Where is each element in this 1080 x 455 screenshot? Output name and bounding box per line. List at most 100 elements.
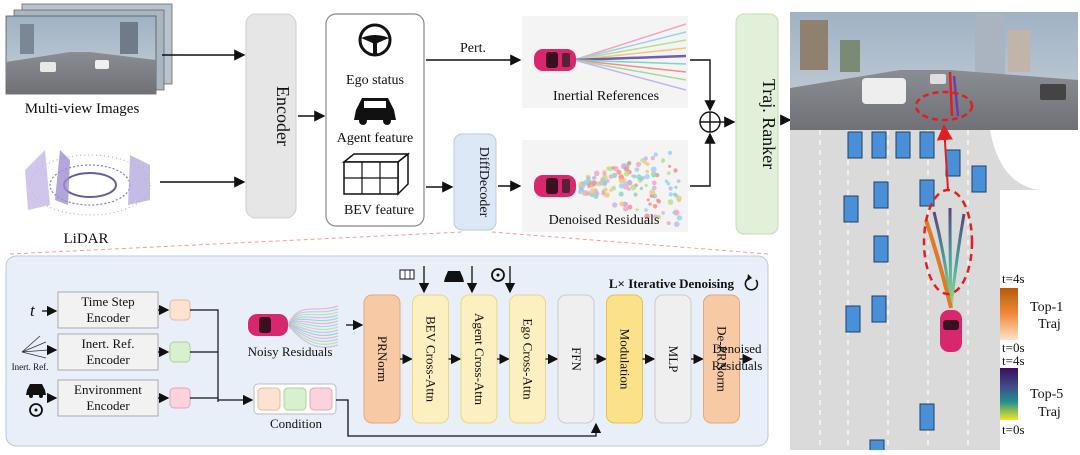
noisy-residuals-graphic (287, 305, 339, 348)
inert-ref-fan-icon (21, 335, 49, 359)
residual-dot (609, 188, 613, 192)
residual-dot (661, 211, 665, 215)
residual-dot (634, 167, 640, 173)
block-label: Modulation (618, 329, 633, 390)
residual-dot (648, 202, 652, 206)
residual-dot (589, 188, 596, 194)
agent-small-icon (444, 271, 464, 282)
residual-dot (650, 166, 657, 173)
block-label: Ego Cross-Attn (521, 318, 536, 400)
inert-ref-encoder-l1: Inert. Ref. (81, 336, 134, 351)
bev-vehicle (869, 439, 885, 455)
bev-small-icon (399, 269, 415, 280)
residual-dot (586, 191, 590, 196)
residual-dot (645, 169, 649, 174)
residual-dot (668, 186, 673, 191)
residual-dot (601, 191, 606, 196)
residual-dot (651, 180, 657, 186)
noisy-ego-car-icon (248, 314, 288, 336)
env-token (169, 387, 191, 409)
residual-dot (619, 183, 625, 189)
residual-dot (636, 174, 642, 180)
add-merge-icon (699, 111, 721, 133)
residual-dot (593, 170, 600, 177)
residual-dot (666, 171, 671, 176)
residual-dot (633, 192, 638, 197)
residual-dot (667, 199, 674, 205)
legend-top1-t-bottom: t=0s (1002, 340, 1025, 355)
residual-dot (619, 201, 625, 207)
car-icon (354, 98, 396, 125)
residual-dot (612, 202, 618, 208)
residual-dot (653, 152, 658, 157)
residual-dot (601, 174, 608, 181)
residual-dot (604, 192, 610, 198)
noisy-residual-line (287, 322, 339, 328)
output-label-2: Residuals (712, 358, 763, 373)
residual-dot (639, 186, 644, 191)
inertial-fan (573, 23, 687, 91)
legend-top1-t-top: t=4s (1002, 271, 1025, 286)
residual-dot (616, 169, 622, 175)
small-steering-wheel-icon (29, 403, 43, 417)
bev-vehicle (847, 131, 863, 159)
inertial-label: Inertial References (553, 89, 659, 104)
residual-dot (666, 181, 671, 186)
images-label: Multi-view Images (25, 101, 140, 117)
residual-dot (673, 209, 680, 216)
legend-top5-bar (1000, 368, 1018, 420)
legend-top5-label-1: Top-5 (1030, 387, 1063, 402)
residual-dot (630, 184, 637, 191)
residual-dot (631, 174, 635, 178)
inert-token (169, 341, 191, 363)
residual-dot (677, 198, 681, 203)
noisy-residual-line (287, 324, 339, 348)
bev-vehicle (919, 403, 935, 431)
residual-dot (644, 174, 650, 180)
bev-map (790, 124, 1078, 455)
lidar-label: LiDAR (64, 231, 109, 247)
time-step-encoder-l2: Encoder (86, 310, 130, 325)
time-token (169, 299, 191, 321)
inert-ref-small-label: Inert. Ref. (12, 362, 49, 372)
condition-label: Condition (270, 416, 323, 431)
encoder-block (245, 13, 297, 219)
residual-dot (583, 179, 588, 185)
bev-vehicle (845, 305, 861, 333)
residual-dot (643, 156, 648, 161)
residual-dot (674, 185, 678, 189)
bev-vehicle (971, 165, 987, 193)
residual-dot (594, 191, 600, 197)
legend-top5-t-bottom: t=0s (1002, 422, 1025, 437)
ego-small-icon (491, 268, 505, 282)
connector-time (190, 309, 219, 402)
bev-vehicle (871, 295, 887, 323)
noisy-residuals-label: Noisy Residuals (248, 344, 333, 359)
refresh-icon (744, 274, 759, 291)
encoder-label: Encoder (273, 86, 293, 146)
legend-top1-bar (1000, 288, 1018, 340)
residual-dot (650, 171, 655, 175)
residual-dot (589, 180, 593, 185)
iterative-denoising-label: L× Iterative Denoising (609, 276, 735, 291)
residual-dot (623, 171, 630, 177)
block-label: MLP (666, 346, 681, 373)
residual-dot (652, 204, 658, 209)
diffdecoder-label: DiffDecoder (476, 147, 491, 218)
bev-vehicle (873, 181, 889, 209)
ego-status-label: Ego status (346, 73, 404, 88)
residual-dot (611, 172, 618, 178)
residual-dot (673, 192, 677, 197)
environment-encoder-l1: Environment (74, 382, 142, 397)
t-symbol: t (30, 301, 36, 320)
time-step-encoder (57, 291, 159, 329)
agent-feature-label: Agent feature (337, 131, 414, 146)
noisy-residual-line (287, 323, 339, 331)
pert-label: Pert. (460, 41, 486, 56)
residual-dot (644, 208, 648, 212)
ego-car-icon (534, 49, 576, 71)
residual-dot (611, 166, 615, 170)
residual-dot (656, 198, 660, 203)
residual-dot (623, 205, 629, 212)
block-label: BEV Cross-Attn (424, 316, 439, 403)
